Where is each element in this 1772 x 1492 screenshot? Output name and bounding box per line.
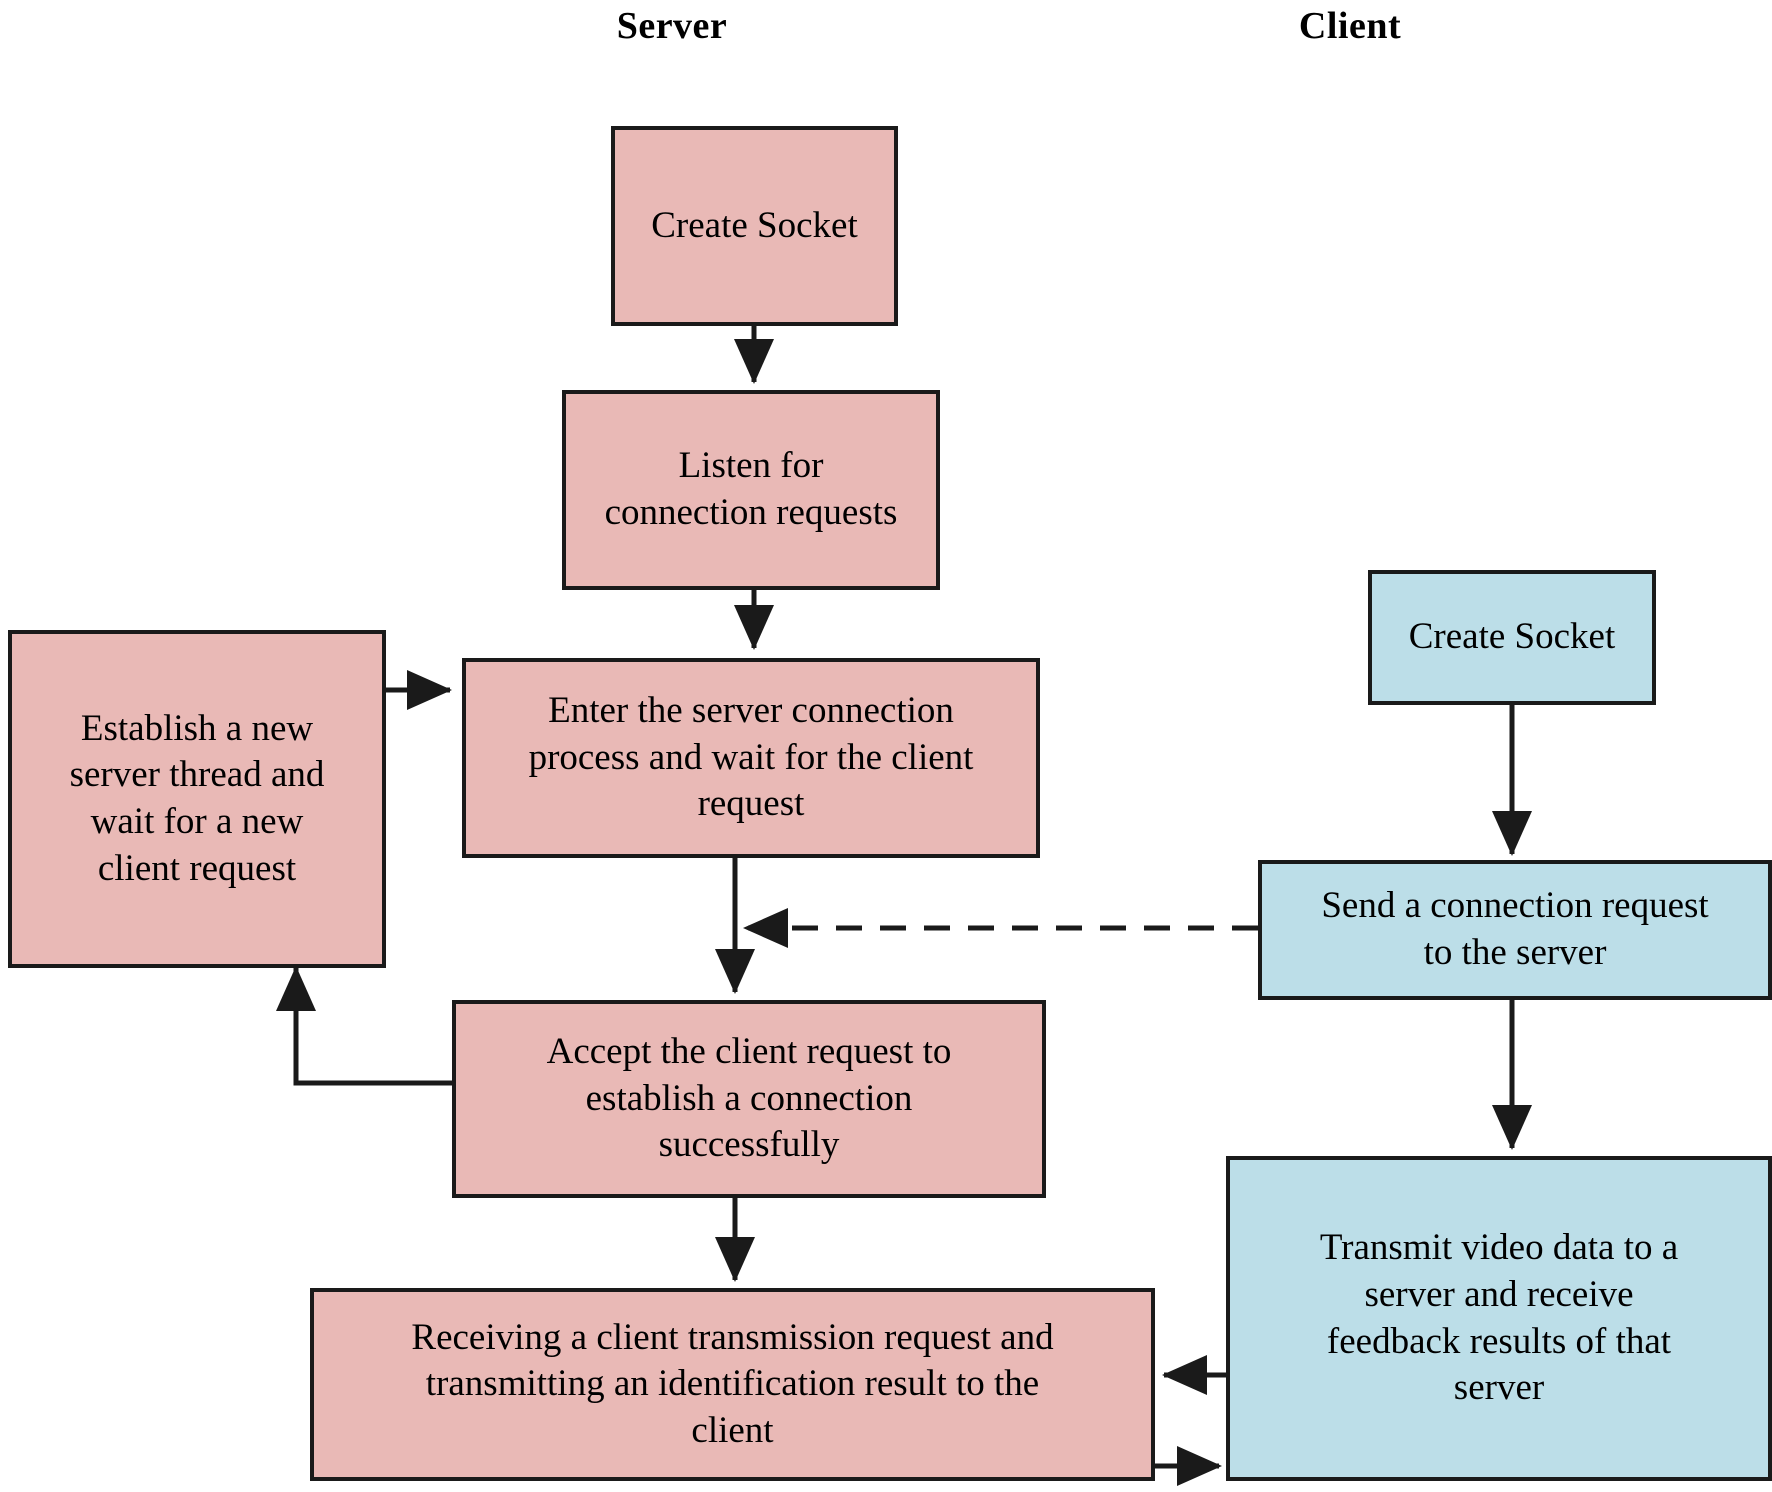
node-label: Create Socket <box>651 204 858 246</box>
node-server-receive-transmit[interactable]: Receiving a client transmission request … <box>310 1288 1155 1481</box>
node-label: Receiving a client transmission request … <box>411 1316 1054 1451</box>
column-title-client: Client <box>1298 5 1402 47</box>
column-title-server: Server <box>616 5 728 47</box>
node-server-create-socket[interactable]: Create Socket <box>611 126 898 326</box>
node-client-create-socket[interactable]: Create Socket <box>1368 570 1656 705</box>
node-label: Create Socket <box>1408 616 1616 658</box>
edge-server-accept-to-thread <box>276 966 452 1086</box>
